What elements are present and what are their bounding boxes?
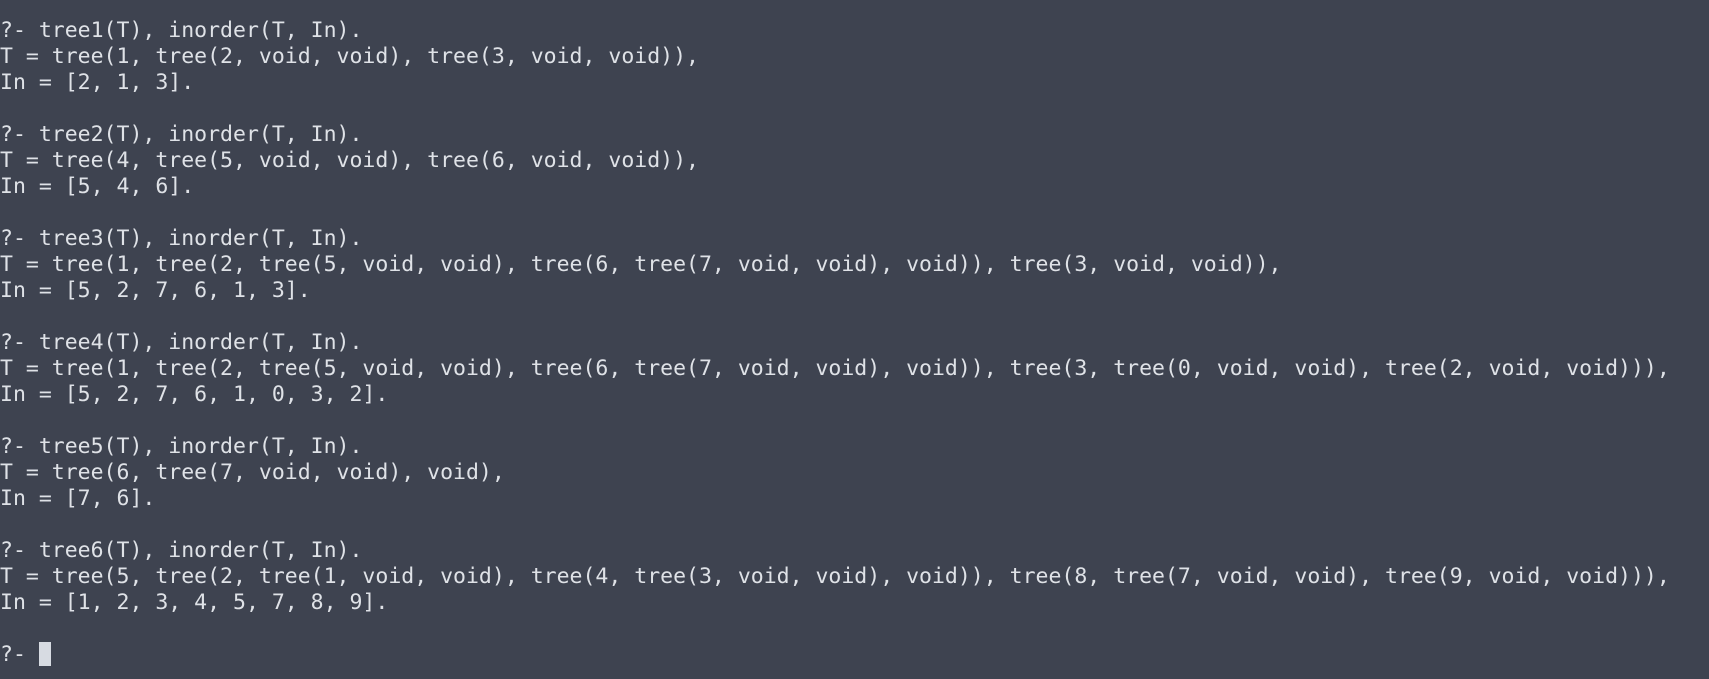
terminal-line: ?- tree5(T), inorder(T, In). xyxy=(0,434,363,459)
terminal-line: ?- tree2(T), inorder(T, In). xyxy=(0,122,363,147)
terminal-line: In = [7, 6]. xyxy=(0,486,156,511)
terminal-line xyxy=(0,304,1709,330)
terminal-line: ?- tree4(T), inorder(T, In). xyxy=(0,330,363,355)
terminal-line: In = [1, 2, 3, 4, 5, 7, 8, 9]. xyxy=(0,590,389,615)
terminal-line: ?- tree6(T), inorder(T, In). xyxy=(0,538,363,563)
terminal-line: In = [2, 1, 3]. xyxy=(0,70,195,95)
terminal-line xyxy=(0,408,1709,434)
terminal-line: ?- tree1(T), inorder(T, In). xyxy=(0,18,363,43)
text-cursor[interactable] xyxy=(38,642,51,666)
prompt-text: ?- xyxy=(0,642,39,667)
terminal-line: In = [5, 2, 7, 6, 1, 0, 3, 2]. xyxy=(0,382,389,407)
terminal-line: T = tree(5, tree(2, tree(1, void, void),… xyxy=(0,564,1670,589)
input-prompt-line[interactable]: ?- xyxy=(0,642,1709,668)
terminal-line: T = tree(1, tree(2, tree(5, void, void),… xyxy=(0,356,1670,381)
terminal-line xyxy=(0,512,1709,538)
terminal-line xyxy=(0,200,1709,226)
terminal-line: In = [5, 2, 7, 6, 1, 3]. xyxy=(0,278,311,303)
terminal-line: T = tree(1, tree(2, void, void), tree(3,… xyxy=(0,44,699,69)
terminal-line: T = tree(1, tree(2, tree(5, void, void),… xyxy=(0,252,1282,277)
terminal-line xyxy=(0,96,1709,122)
terminal-line: In = [5, 4, 6]. xyxy=(0,174,195,199)
terminal-line: T = tree(6, tree(7, void, void), void), xyxy=(0,460,505,485)
terminal-line xyxy=(0,616,1709,642)
terminal-line: ?- tree3(T), inorder(T, In). xyxy=(0,226,363,251)
terminal-line: T = tree(4, tree(5, void, void), tree(6,… xyxy=(0,148,699,173)
